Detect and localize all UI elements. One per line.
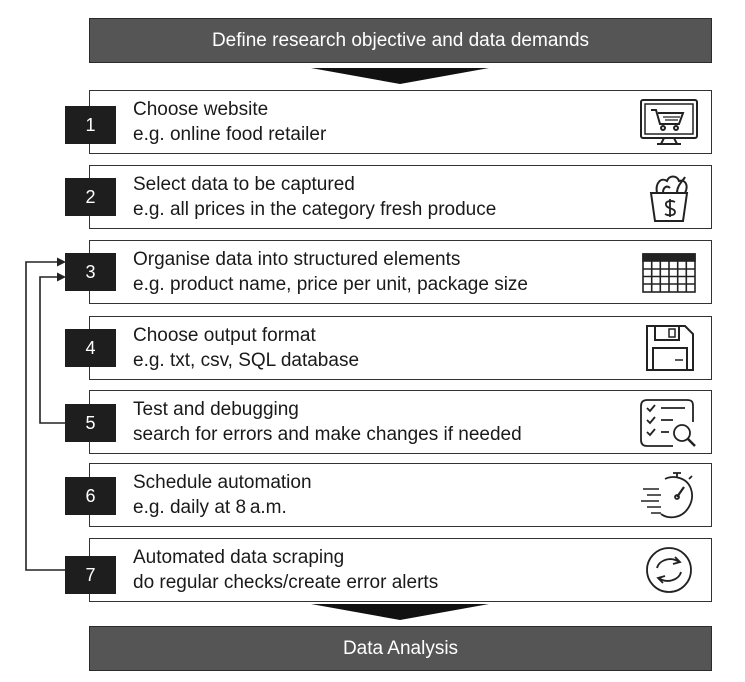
step-1-badge: 1 bbox=[65, 106, 116, 144]
step-5-box: Test and debugging search for errors and… bbox=[89, 390, 712, 454]
step-6-title: Schedule automation bbox=[133, 472, 312, 493]
top-banner-label: Define research objective and data deman… bbox=[211, 29, 590, 51]
refresh-cycle-icon bbox=[637, 544, 701, 596]
step-2-detail: e.g. all prices in the category fresh pr… bbox=[133, 199, 497, 220]
step-7-number: 7 bbox=[85, 564, 96, 585]
step-4-box: Choose output format e.g. txt, csv, SQL … bbox=[89, 316, 712, 380]
step-3-title: Organise data into structured elements bbox=[133, 249, 461, 270]
step-6-detail: e.g. daily at 8 a.m. bbox=[133, 497, 287, 518]
shopping-cart-monitor-icon bbox=[637, 96, 701, 148]
bottom-banner-label: Data Analysis bbox=[342, 637, 459, 659]
table-grid-icon bbox=[637, 246, 701, 298]
stopwatch-icon bbox=[637, 469, 701, 521]
step-2-number: 2 bbox=[85, 186, 96, 207]
feedback-arrow-from-step-7 bbox=[25, 261, 65, 571]
step-3-detail: e.g. product name, price per unit, packa… bbox=[133, 274, 529, 295]
step-1-box: Choose website e.g. online food retailer bbox=[89, 90, 712, 154]
step-4-number: 4 bbox=[85, 337, 96, 358]
step-4-detail: e.g. txt, csv, SQL database bbox=[133, 350, 360, 371]
step-5-badge: 5 bbox=[65, 404, 116, 442]
step-2-box: Select data to be captured e.g. all pric… bbox=[89, 165, 712, 229]
down-arrow bbox=[311, 68, 489, 84]
bottom-banner: Data Analysis bbox=[89, 626, 712, 671]
step-6-number: 6 bbox=[85, 485, 96, 506]
feedback-arrow-from-step-5 bbox=[39, 276, 65, 424]
step-2-title: Select data to be captured bbox=[133, 174, 355, 195]
step-4-title: Choose output format bbox=[133, 325, 316, 346]
step-4-badge: 4 bbox=[65, 329, 116, 367]
step-3-badge: 3 bbox=[65, 253, 116, 291]
step-3-number: 3 bbox=[85, 261, 96, 282]
step-1-number: 1 bbox=[85, 114, 96, 135]
step-6-box: Schedule automation e.g. daily at 8 a.m. bbox=[89, 463, 712, 527]
floppy-disk-icon bbox=[637, 322, 701, 374]
step-7-title: Automated data scraping bbox=[133, 547, 345, 568]
step-2-badge: 2 bbox=[65, 178, 116, 216]
grocery-bag-icon bbox=[637, 171, 701, 223]
step-6-badge: 6 bbox=[65, 477, 116, 515]
step-1-title: Choose website bbox=[133, 99, 269, 120]
top-banner: Define research objective and data deman… bbox=[89, 18, 712, 63]
step-5-title: Test and debugging bbox=[133, 399, 299, 420]
step-7-box: Automated data scraping do regular check… bbox=[89, 538, 712, 602]
step-7-detail: do regular checks/create error alerts bbox=[133, 572, 439, 593]
down-arrow-bottom bbox=[311, 604, 489, 620]
step-3-box: Organise data into structured elements e… bbox=[89, 240, 712, 304]
step-7-badge: 7 bbox=[65, 556, 116, 594]
step-1-detail: e.g. online food retailer bbox=[133, 124, 327, 145]
step-5-number: 5 bbox=[85, 412, 96, 433]
checklist-magnifier-icon bbox=[637, 396, 701, 448]
step-5-detail: search for errors and make changes if ne… bbox=[133, 424, 522, 445]
